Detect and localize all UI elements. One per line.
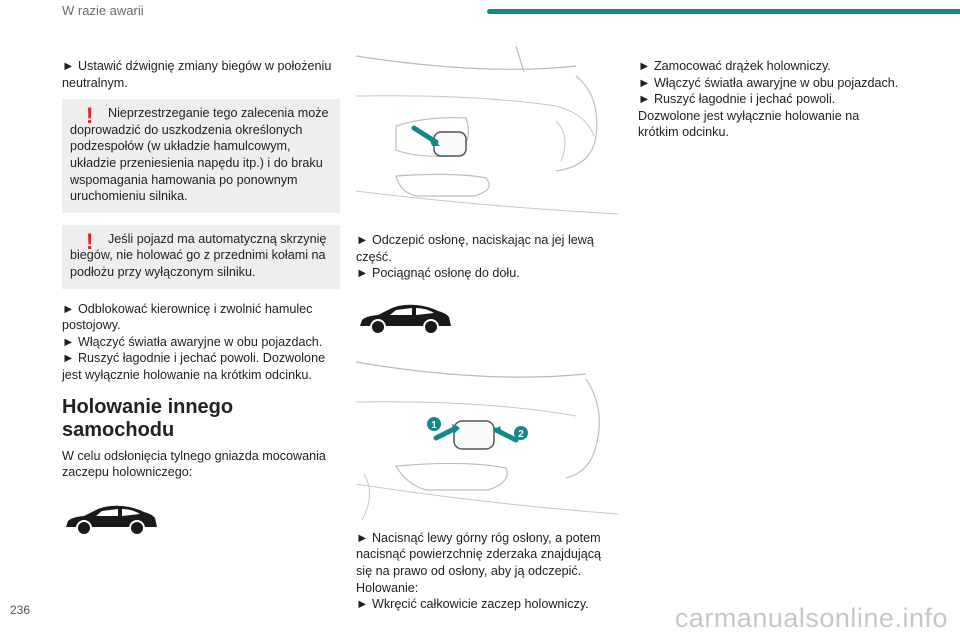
towing-label: Holowanie: [356,580,419,595]
rear-bumper-illustration-1 [356,46,618,215]
step-hazard-lights-2: ► Włączyć światła awaryjne w obu pojazda… [638,75,899,90]
section-intro: W celu odsłonięcia tylnego gniazda mocow… [62,448,326,480]
step-drive-slowly-2: ► Ruszyć łagodnie i jechać powoli. Dozwo… [638,92,860,140]
page-number: 236 [10,603,31,617]
step-unclip-cover: ► Odczepić osłonę, naciskając na jej lew… [356,233,594,264]
warning-box-1: ! Nieprzestrzeganie tego zalecenia może … [62,99,340,213]
step-pull-cover: ► Pociągnąć osłonę do dołu. [356,266,520,281]
watermark: carmanualsonline.info [674,603,948,633]
step-unlock-steering: ► Odblokować kierownicę i zwolnić hamule… [62,301,313,333]
step-neutral-gear: ► Ustawić dźwignię zmiany biegów w położ… [62,59,332,90]
step-press-corner: ► Nacisnąć lewy górny róg osłony, a pote… [356,530,602,578]
step-hazard-lights: ► Włączyć światła awaryjne w obu pojazda… [62,334,323,349]
exclamation-icon: ! [86,228,94,254]
rear-bumper-illustration-2: 1 2 [356,361,618,521]
column-3: ► Zamocować drążek holowniczy. ► Włączyć… [638,58,900,141]
car-silhouette-icon [66,505,157,536]
car-silhouette-icon [360,304,451,335]
section-heading: Holowanie innego samochodu [62,395,234,441]
callout-2-label: 2 [518,429,524,440]
warning-text-1: Nieprzestrzeganie tego zalecenia może do… [70,106,329,204]
page-header-title: W razie awarii [62,3,144,18]
column-2: ► Odczepić osłonę, naciskając na jej lew… [356,46,618,613]
callout-1-marker [427,416,441,431]
step-drive-slowly: ► Ruszyć łagodnie i jechać powoli. Dozwo… [62,351,326,382]
callout-2-marker [514,425,528,440]
step-attach-bar: ► Zamocować drążek holowniczy. [638,59,831,73]
column-1: ► Ustawić dźwignię zmiany biegów w położ… [62,58,340,541]
exclamation-icon: ! [86,103,94,129]
warning-box-2: ! Jeśli pojazd ma automatyczną skrzynię … [62,224,340,289]
step-screw-hook: ► Wkręcić całkowicie zaczep holowniczy. [356,597,589,612]
header-accent-bar [487,9,960,14]
callout-1-label: 1 [431,420,437,431]
warning-text-2: Jeśli pojazd ma automatyczną skrzynię bi… [70,231,327,279]
